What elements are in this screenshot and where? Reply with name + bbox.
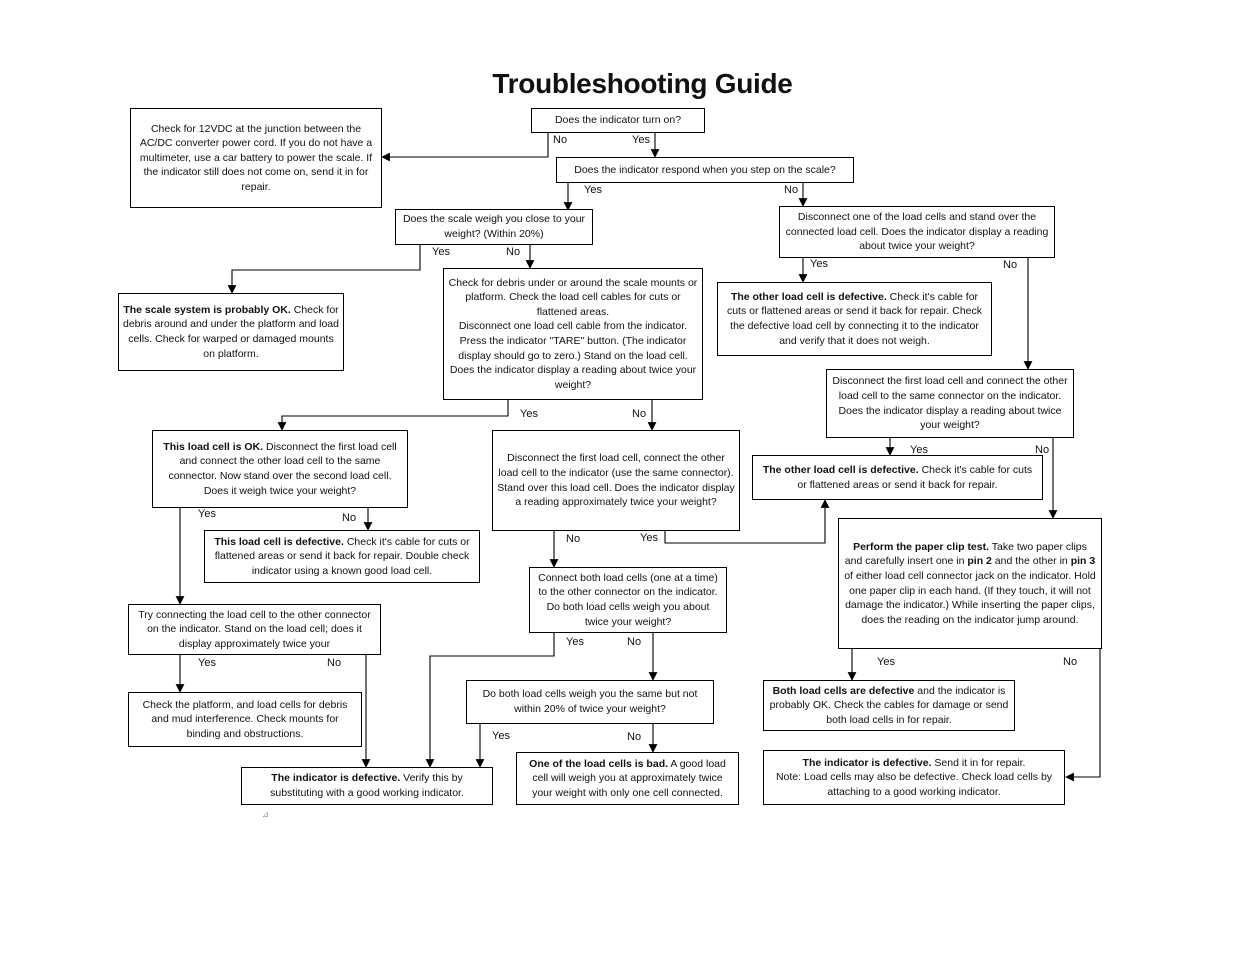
node-try-other-connector: Try connecting the load cell to the othe… <box>128 604 381 655</box>
branch-label-no: No <box>627 636 642 648</box>
branch-label-yes: Yes <box>810 258 828 270</box>
node-text: Check the platform, and load cells for d… <box>142 698 348 740</box>
node-text: Check for 12VDC at the junction between … <box>139 122 373 193</box>
node-text: Check it's cable for cuts or flattened a… <box>726 290 983 347</box>
node-text: of either load cell connector jack on th… <box>844 569 1096 626</box>
node-disconnect-first-right: Disconnect the first load cell and conne… <box>826 369 1074 438</box>
node-text-bold: Both load cells are defective <box>772 684 915 697</box>
node-text: Disconnect the first load cell and conne… <box>832 375 1068 432</box>
branch-label-no: No <box>1063 656 1078 668</box>
branch-label-yes: Yes <box>492 730 510 742</box>
node-text: Check for debris under or around the sca… <box>448 276 698 391</box>
node-text: Disconnect the first load cell, connect … <box>497 452 735 509</box>
node-text-bold: The other load cell is defective. <box>730 290 887 303</box>
node-text: and the indicator is probably OK. Check … <box>769 684 1009 726</box>
node-check-debris-mounts: Check for debris under or around the sca… <box>443 268 703 400</box>
node-text: Disconnect one of the load cells and sta… <box>785 211 1049 253</box>
branch-label-yes: Yes <box>520 408 538 420</box>
branch-label-yes: Yes <box>584 184 602 196</box>
node-text-bold: One of the load cells is bad. <box>529 757 669 770</box>
node-text-bold: The indicator is defective. <box>271 772 401 785</box>
node-text: Send it in for repair. Note: Load cells … <box>775 756 1053 798</box>
branch-label-yes: Yes <box>877 656 895 668</box>
branch-label-no: No <box>1035 444 1050 456</box>
node-text: Verify this by substituting with a good … <box>270 772 464 799</box>
pin-2-text: pin 2 <box>967 555 992 568</box>
node-text: Check it's cable for cuts or flattened a… <box>797 463 1033 491</box>
node-indicator-turn-on: Does the indicator turn on? <box>531 108 705 133</box>
node-indicator-respond: Does the indicator respond when you step… <box>556 157 854 183</box>
node-text-bold: This load cell is OK. <box>163 440 264 453</box>
node-other-defective-b: The other load cell is defective. Check … <box>752 455 1043 500</box>
node-text: Does the indicator respond when you step… <box>574 163 836 176</box>
branch-label-yes: Yes <box>632 134 650 146</box>
node-same-within: Do both load cells weigh you the same bu… <box>466 680 714 724</box>
node-text: Connect both load cells (one at a time) … <box>538 571 718 628</box>
node-other-defective-a: The other load cell is defective. Check … <box>717 282 992 356</box>
branch-label-yes: Yes <box>640 532 658 544</box>
node-text: A good load cell will weigh you at appro… <box>532 757 726 799</box>
node-text-bold: Perform the paper clip test. <box>853 540 990 553</box>
node-paper-clip-test: Perform the paper clip test. Take two pa… <box>838 518 1102 649</box>
node-cell-defective: This load cell is defective. Check it's … <box>204 530 480 583</box>
node-text-bold: The other load cell is defective. <box>762 463 919 476</box>
branch-label-no: No <box>553 134 568 146</box>
branch-label-yes: Yes <box>198 508 216 520</box>
branch-label-no: No <box>632 408 647 420</box>
node-one-cell-bad: One of the load cells is bad. A good loa… <box>516 752 739 805</box>
node-text: Take two paper clips and carefully inser… <box>844 540 1087 568</box>
node-check-platform-mud: Check the platform, and load cells for d… <box>128 692 362 747</box>
node-scale-ok: The scale system is probably OK. Check f… <box>118 293 344 371</box>
branch-label-no: No <box>1003 259 1018 271</box>
node-text: Check for debris around and under the pl… <box>123 303 339 360</box>
node-disconnect-one-stand: Disconnect one of the load cells and sta… <box>779 206 1055 258</box>
branch-label-no: No <box>342 512 357 524</box>
page-title: Troubleshooting Guide <box>492 68 793 99</box>
node-text-bold: The indicator is defective. <box>802 756 932 769</box>
pin-3-text: pin 3 <box>1070 555 1096 568</box>
node-text-bold: The scale system is probably OK. <box>123 303 291 316</box>
branch-label-yes: Yes <box>198 657 216 669</box>
node-text: Disconnect the first load cell and conne… <box>168 440 397 497</box>
node-text: Do both load cells weigh you the same bu… <box>482 688 698 715</box>
node-text: Check it's cable for cuts or flattened a… <box>214 535 470 577</box>
branch-label-no: No <box>506 246 521 258</box>
node-indicator-defective-right: The indicator is defective. Send it in f… <box>763 750 1065 805</box>
branch-label-no: No <box>566 533 581 545</box>
branch-label-yes: Yes <box>432 246 450 258</box>
node-both-defective: Both load cells are defective and the in… <box>763 680 1015 731</box>
node-text-bold: This load cell is defective. <box>214 535 344 548</box>
branch-label-yes: Yes <box>910 444 928 456</box>
corner-mark: ⊿ <box>262 810 269 819</box>
node-check-12vdc: Check for 12VDC at the junction between … <box>130 108 382 208</box>
node-text: and the other in <box>994 555 1068 568</box>
node-text: Try connecting the load cell to the othe… <box>138 608 371 650</box>
branch-label-no: No <box>784 184 799 196</box>
node-cell-ok: This load cell is OK. Disconnect the fir… <box>152 430 408 508</box>
branch-label-no: No <box>327 657 342 669</box>
node-text: Does the indicator turn on? <box>554 114 682 127</box>
branch-label-no: No <box>627 731 642 743</box>
node-connect-both-other: Connect both load cells (one at a time) … <box>529 567 727 633</box>
node-indicator-defective-left: The indicator is defective. Verify this … <box>241 767 493 805</box>
branch-label-yes: Yes <box>566 636 584 648</box>
node-text: Does the scale weigh you close to your w… <box>402 213 586 240</box>
node-disconnect-first-mid: Disconnect the first load cell, connect … <box>492 430 740 531</box>
node-weigh-close: Does the scale weigh you close to your w… <box>395 209 593 245</box>
